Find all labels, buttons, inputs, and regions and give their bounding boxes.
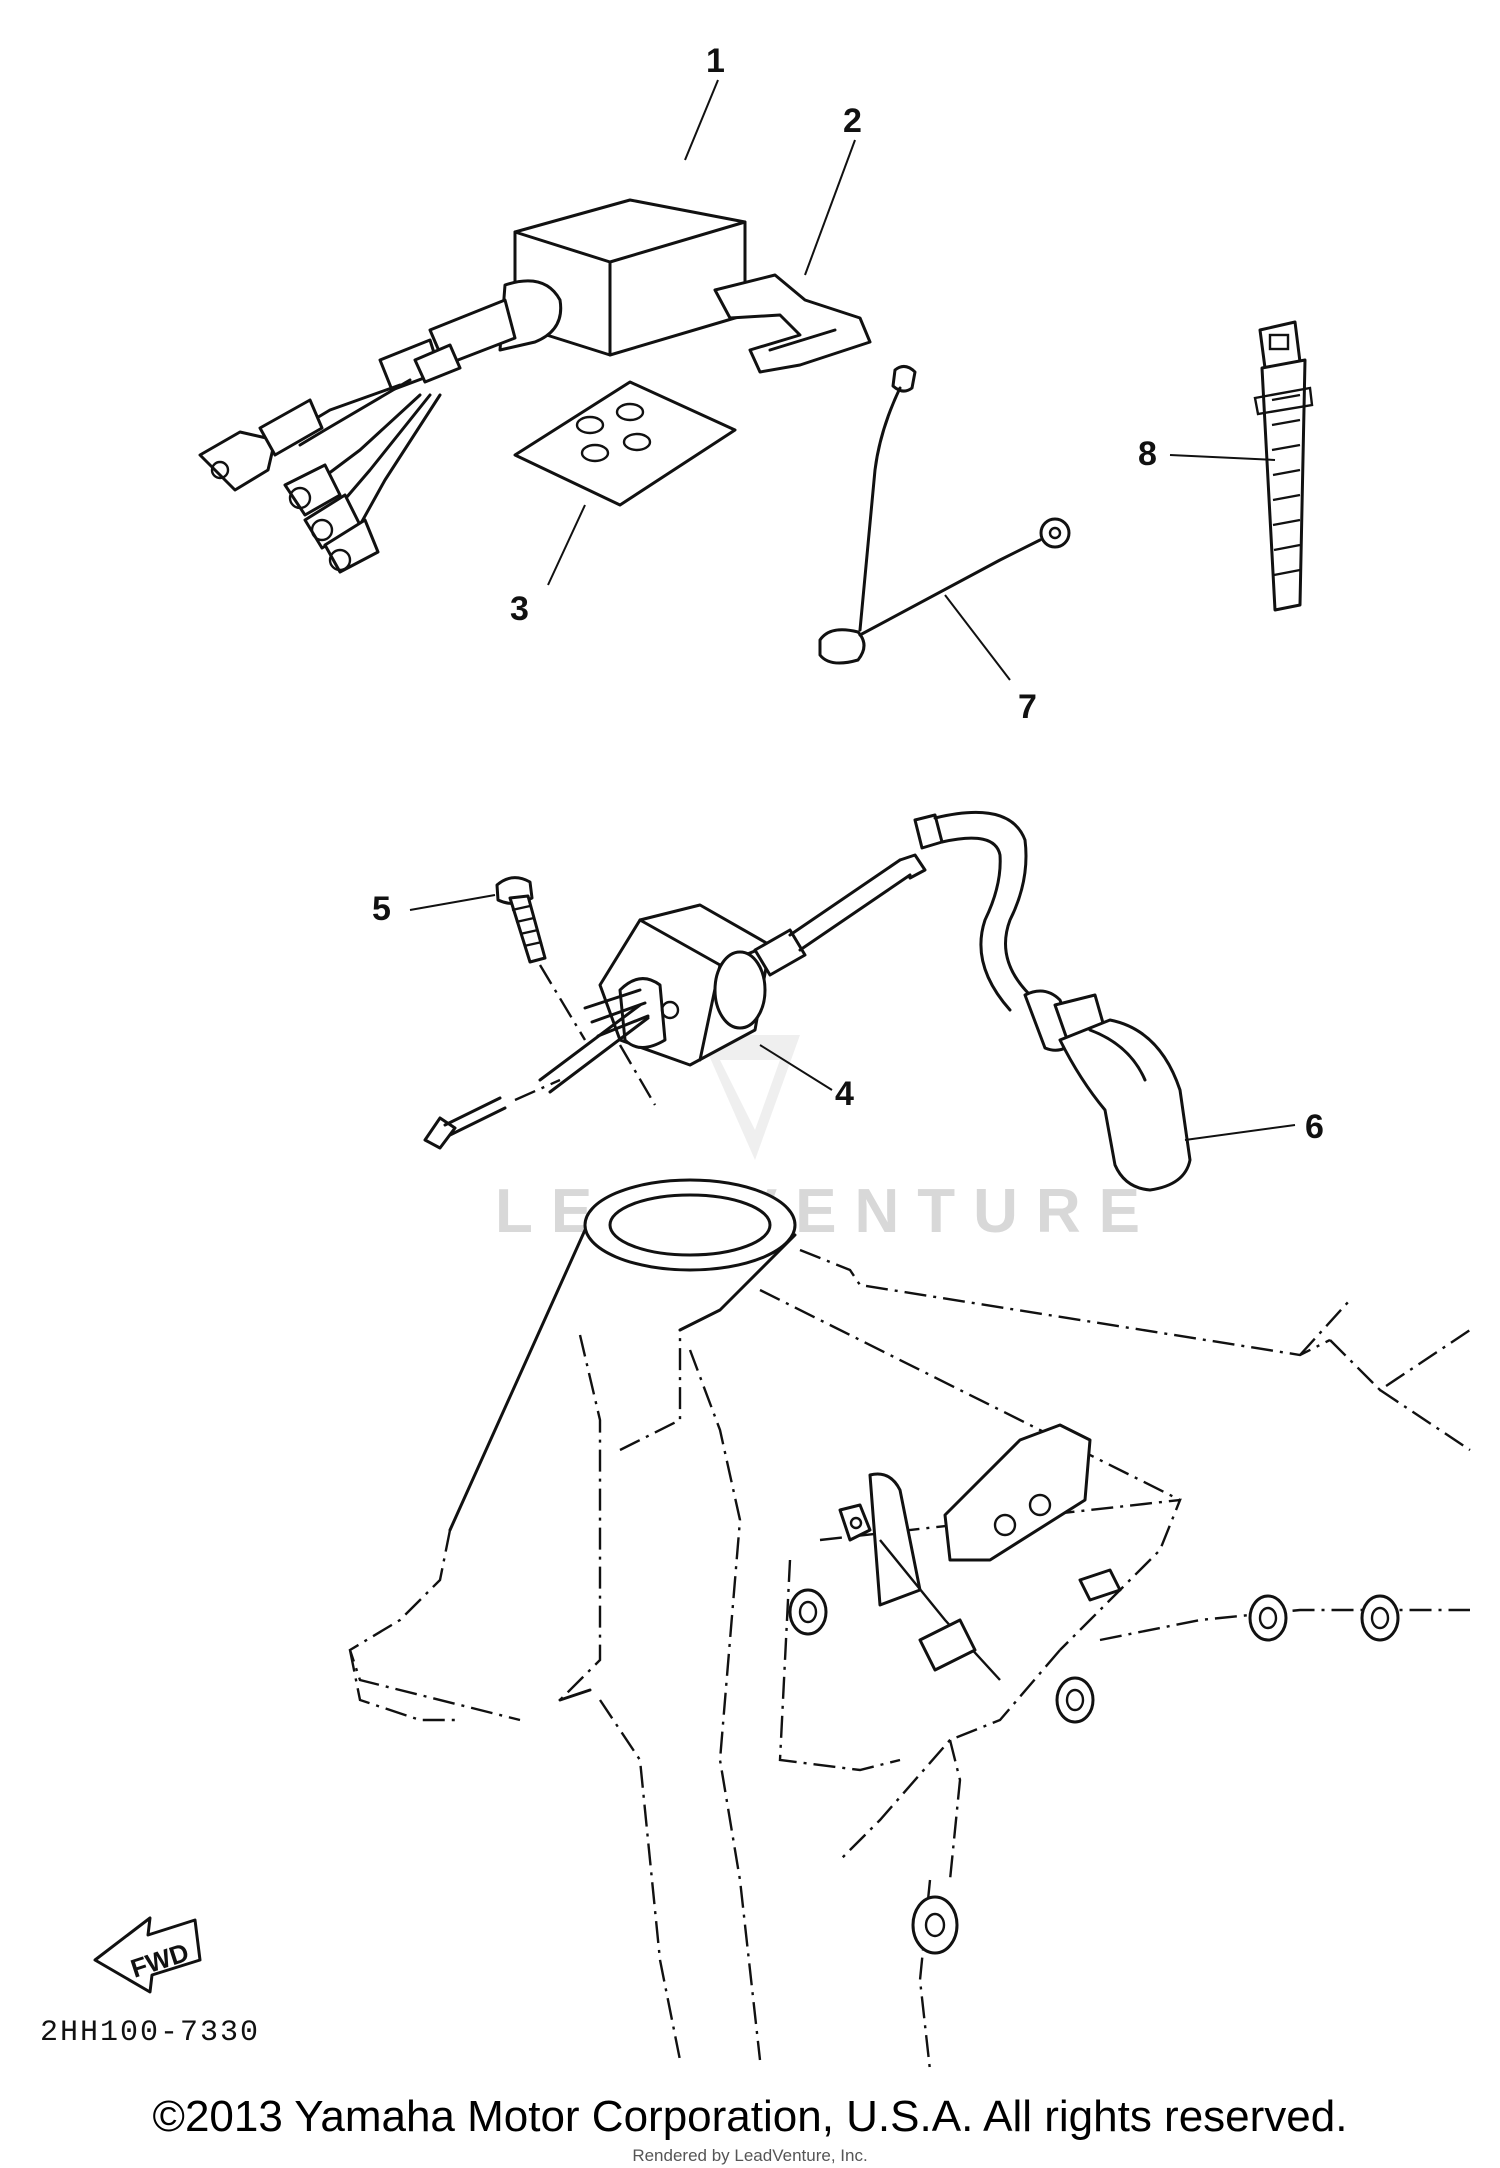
frame-outline	[348, 1178, 1471, 2071]
part-1-cdi-unit	[198, 198, 747, 574]
part-5-screw	[495, 876, 587, 1041]
callouts: 1 2 3 4 5 6 7 8	[372, 42, 1324, 1146]
part-3-damper-sheet	[513, 380, 737, 507]
callout-8: 8	[1138, 435, 1157, 473]
leadventure-logo-icon	[700, 1035, 800, 1160]
fwd-arrow-icon: FWD	[93, 1916, 202, 1994]
callout-5: 5	[372, 890, 391, 928]
part-6-plug-cap	[913, 810, 1192, 1192]
callout-7: 7	[1018, 688, 1037, 726]
part-8-cable-band	[1253, 320, 1314, 612]
callout-4: 4	[835, 1075, 854, 1113]
part-code: 2HH100-7330	[40, 2016, 260, 2050]
rendered-by-text: Rendered by LeadVenture, Inc.	[632, 2146, 868, 2165]
callout-6: 6	[1305, 1108, 1324, 1146]
callout-1: 1	[706, 42, 725, 80]
part-7-wire-lead	[818, 365, 1071, 665]
part-4-ignition-coil	[538, 853, 927, 1106]
callout-2: 2	[843, 102, 862, 140]
bolt	[423, 1078, 561, 1150]
copyright-text: ©2013 Yamaha Motor Corporation, U.S.A. A…	[152, 2092, 1348, 2141]
part-2-band	[713, 273, 872, 374]
callout-3: 3	[510, 590, 529, 628]
